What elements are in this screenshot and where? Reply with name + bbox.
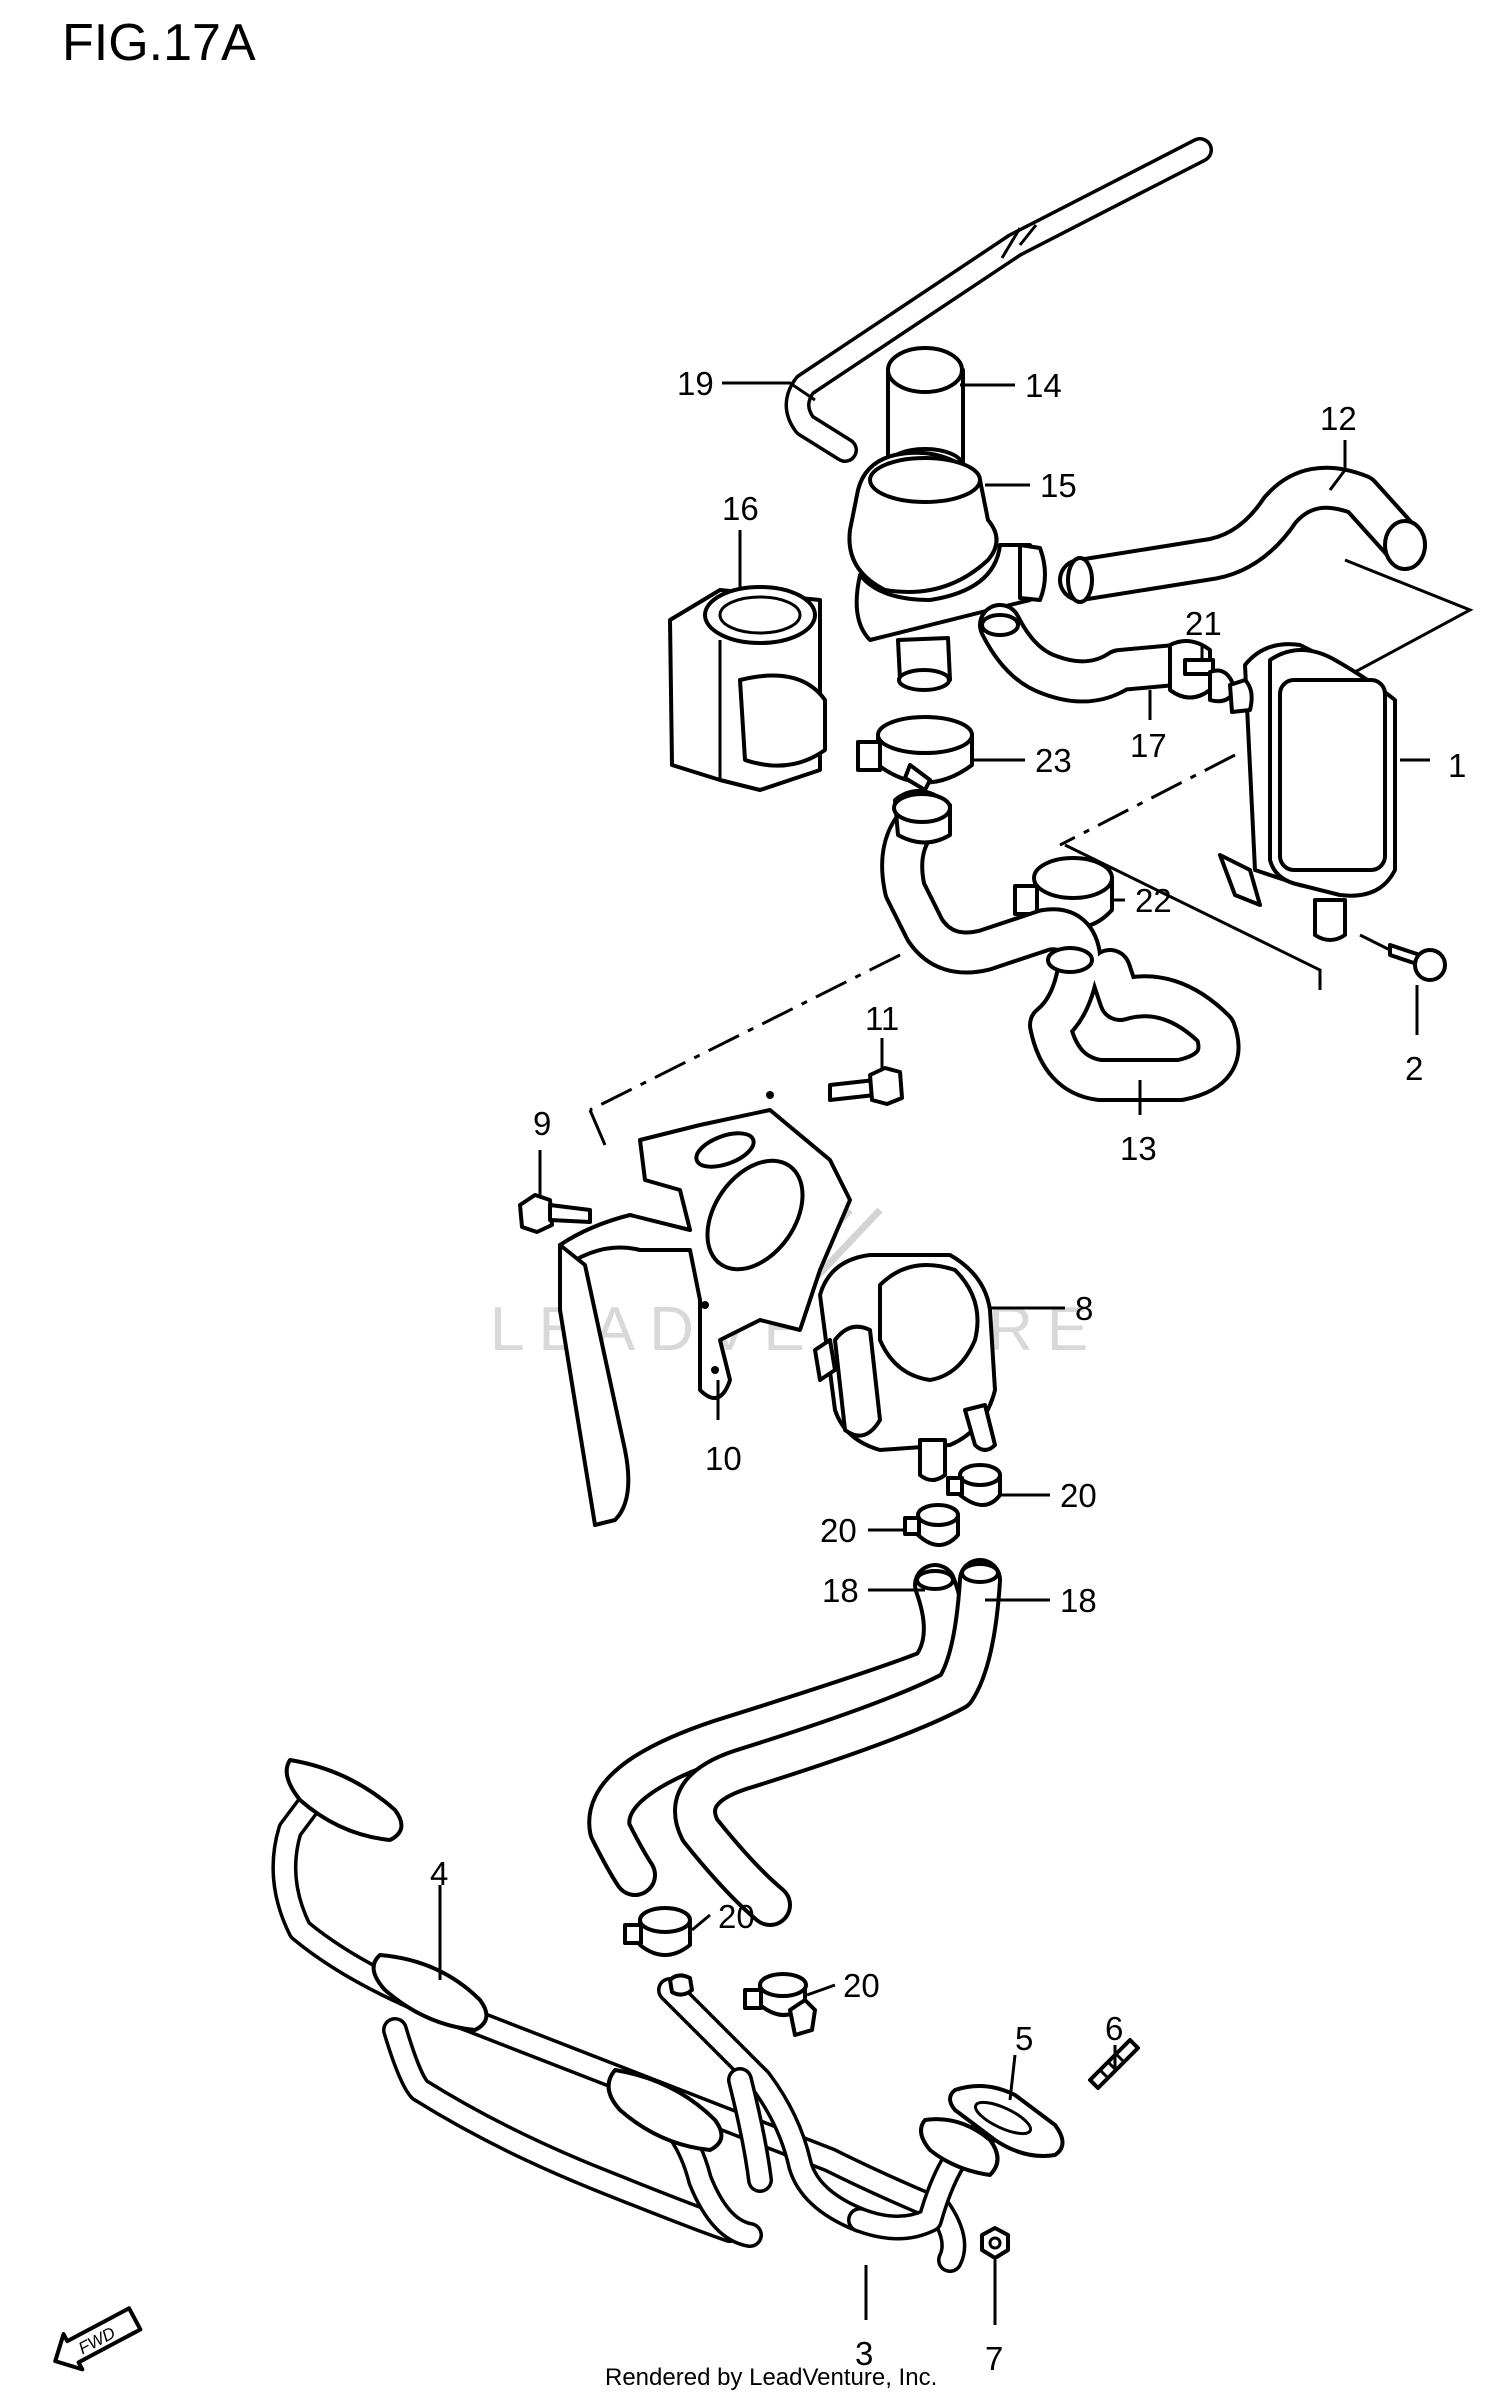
- part-18-hoses: [587, 1558, 1002, 1927]
- part-20-clamp-upper-right: [946, 1463, 1002, 1507]
- callout-7: 7: [985, 2340, 1003, 2377]
- part-16-cover: [668, 585, 827, 792]
- part-7-nut: [980, 2226, 1010, 2260]
- part-21-clamp: [1168, 639, 1237, 704]
- part-9-bolt: [518, 1193, 592, 1234]
- callout-23: 23: [1035, 742, 1072, 779]
- callout-4: 4: [430, 1855, 448, 1892]
- callout-20-lower-right: 20: [843, 1967, 880, 2004]
- part-2-screw: [1359, 933, 1447, 982]
- callout-20-upper-right: 20: [1060, 1477, 1097, 1514]
- part-8-valve: [813, 1253, 997, 1482]
- part-19-breather-hose: [784, 137, 1213, 463]
- callout-21: 21: [1185, 605, 1222, 642]
- part-5-gasket: [948, 2084, 1065, 2158]
- callout-15: 15: [1040, 467, 1077, 504]
- callout-1: 1: [1448, 747, 1466, 784]
- figure-title: FIG.17A: [62, 14, 256, 72]
- callout-12: 12: [1320, 400, 1357, 437]
- callout-13: 13: [1120, 1130, 1157, 1167]
- callout-18-right: 18: [1060, 1582, 1097, 1619]
- part-17-hose: [978, 603, 1197, 704]
- callout-3: 3: [855, 2335, 873, 2372]
- callout-19: 19: [677, 365, 714, 402]
- assembly-lines: [588, 558, 1474, 1146]
- part-20-clamp-lower-left: [623, 1906, 692, 1957]
- part-12-hose: [1058, 465, 1427, 604]
- part-20-clamp-upper-left: [903, 1503, 960, 1547]
- callout-11: 11: [865, 1000, 899, 1037]
- callout-9: 9: [533, 1105, 551, 1142]
- callout-16: 16: [722, 490, 759, 527]
- part-15-valve: [847, 450, 1047, 692]
- part-1-canister: [1218, 642, 1397, 942]
- callout-14: 14: [1025, 367, 1062, 404]
- callout-20-lower-left: 20: [718, 1898, 755, 1935]
- part-3-pipe: [271, 1758, 1033, 2273]
- part-10-bracket: [558, 1108, 852, 1527]
- callout-10: 10: [705, 1440, 742, 1477]
- callout-5: 5: [1015, 2020, 1033, 2057]
- callout-20-upper-left: 20: [820, 1512, 857, 1549]
- callouts: 1 2 3 4 5 6 7 8 9 10 11 12 13 14 15 16 1…: [430, 365, 1466, 2377]
- callout-18-left: 18: [822, 1572, 859, 1609]
- callout-8: 8: [1075, 1290, 1093, 1327]
- part-11-bolt: [766, 1066, 904, 1106]
- footer-credit: Rendered by LeadVenture, Inc.: [605, 2364, 937, 2391]
- callout-2: 2: [1405, 1050, 1423, 1087]
- part-13-hose: [880, 789, 1241, 1102]
- callout-17: 17: [1130, 727, 1167, 764]
- leader-lines: [438, 381, 1430, 2325]
- part-23-clamp: [856, 715, 974, 792]
- callout-6: 6: [1105, 2010, 1123, 2047]
- callout-22: 22: [1135, 882, 1172, 919]
- fwd-arrow-icon: FWD: [53, 2306, 143, 2372]
